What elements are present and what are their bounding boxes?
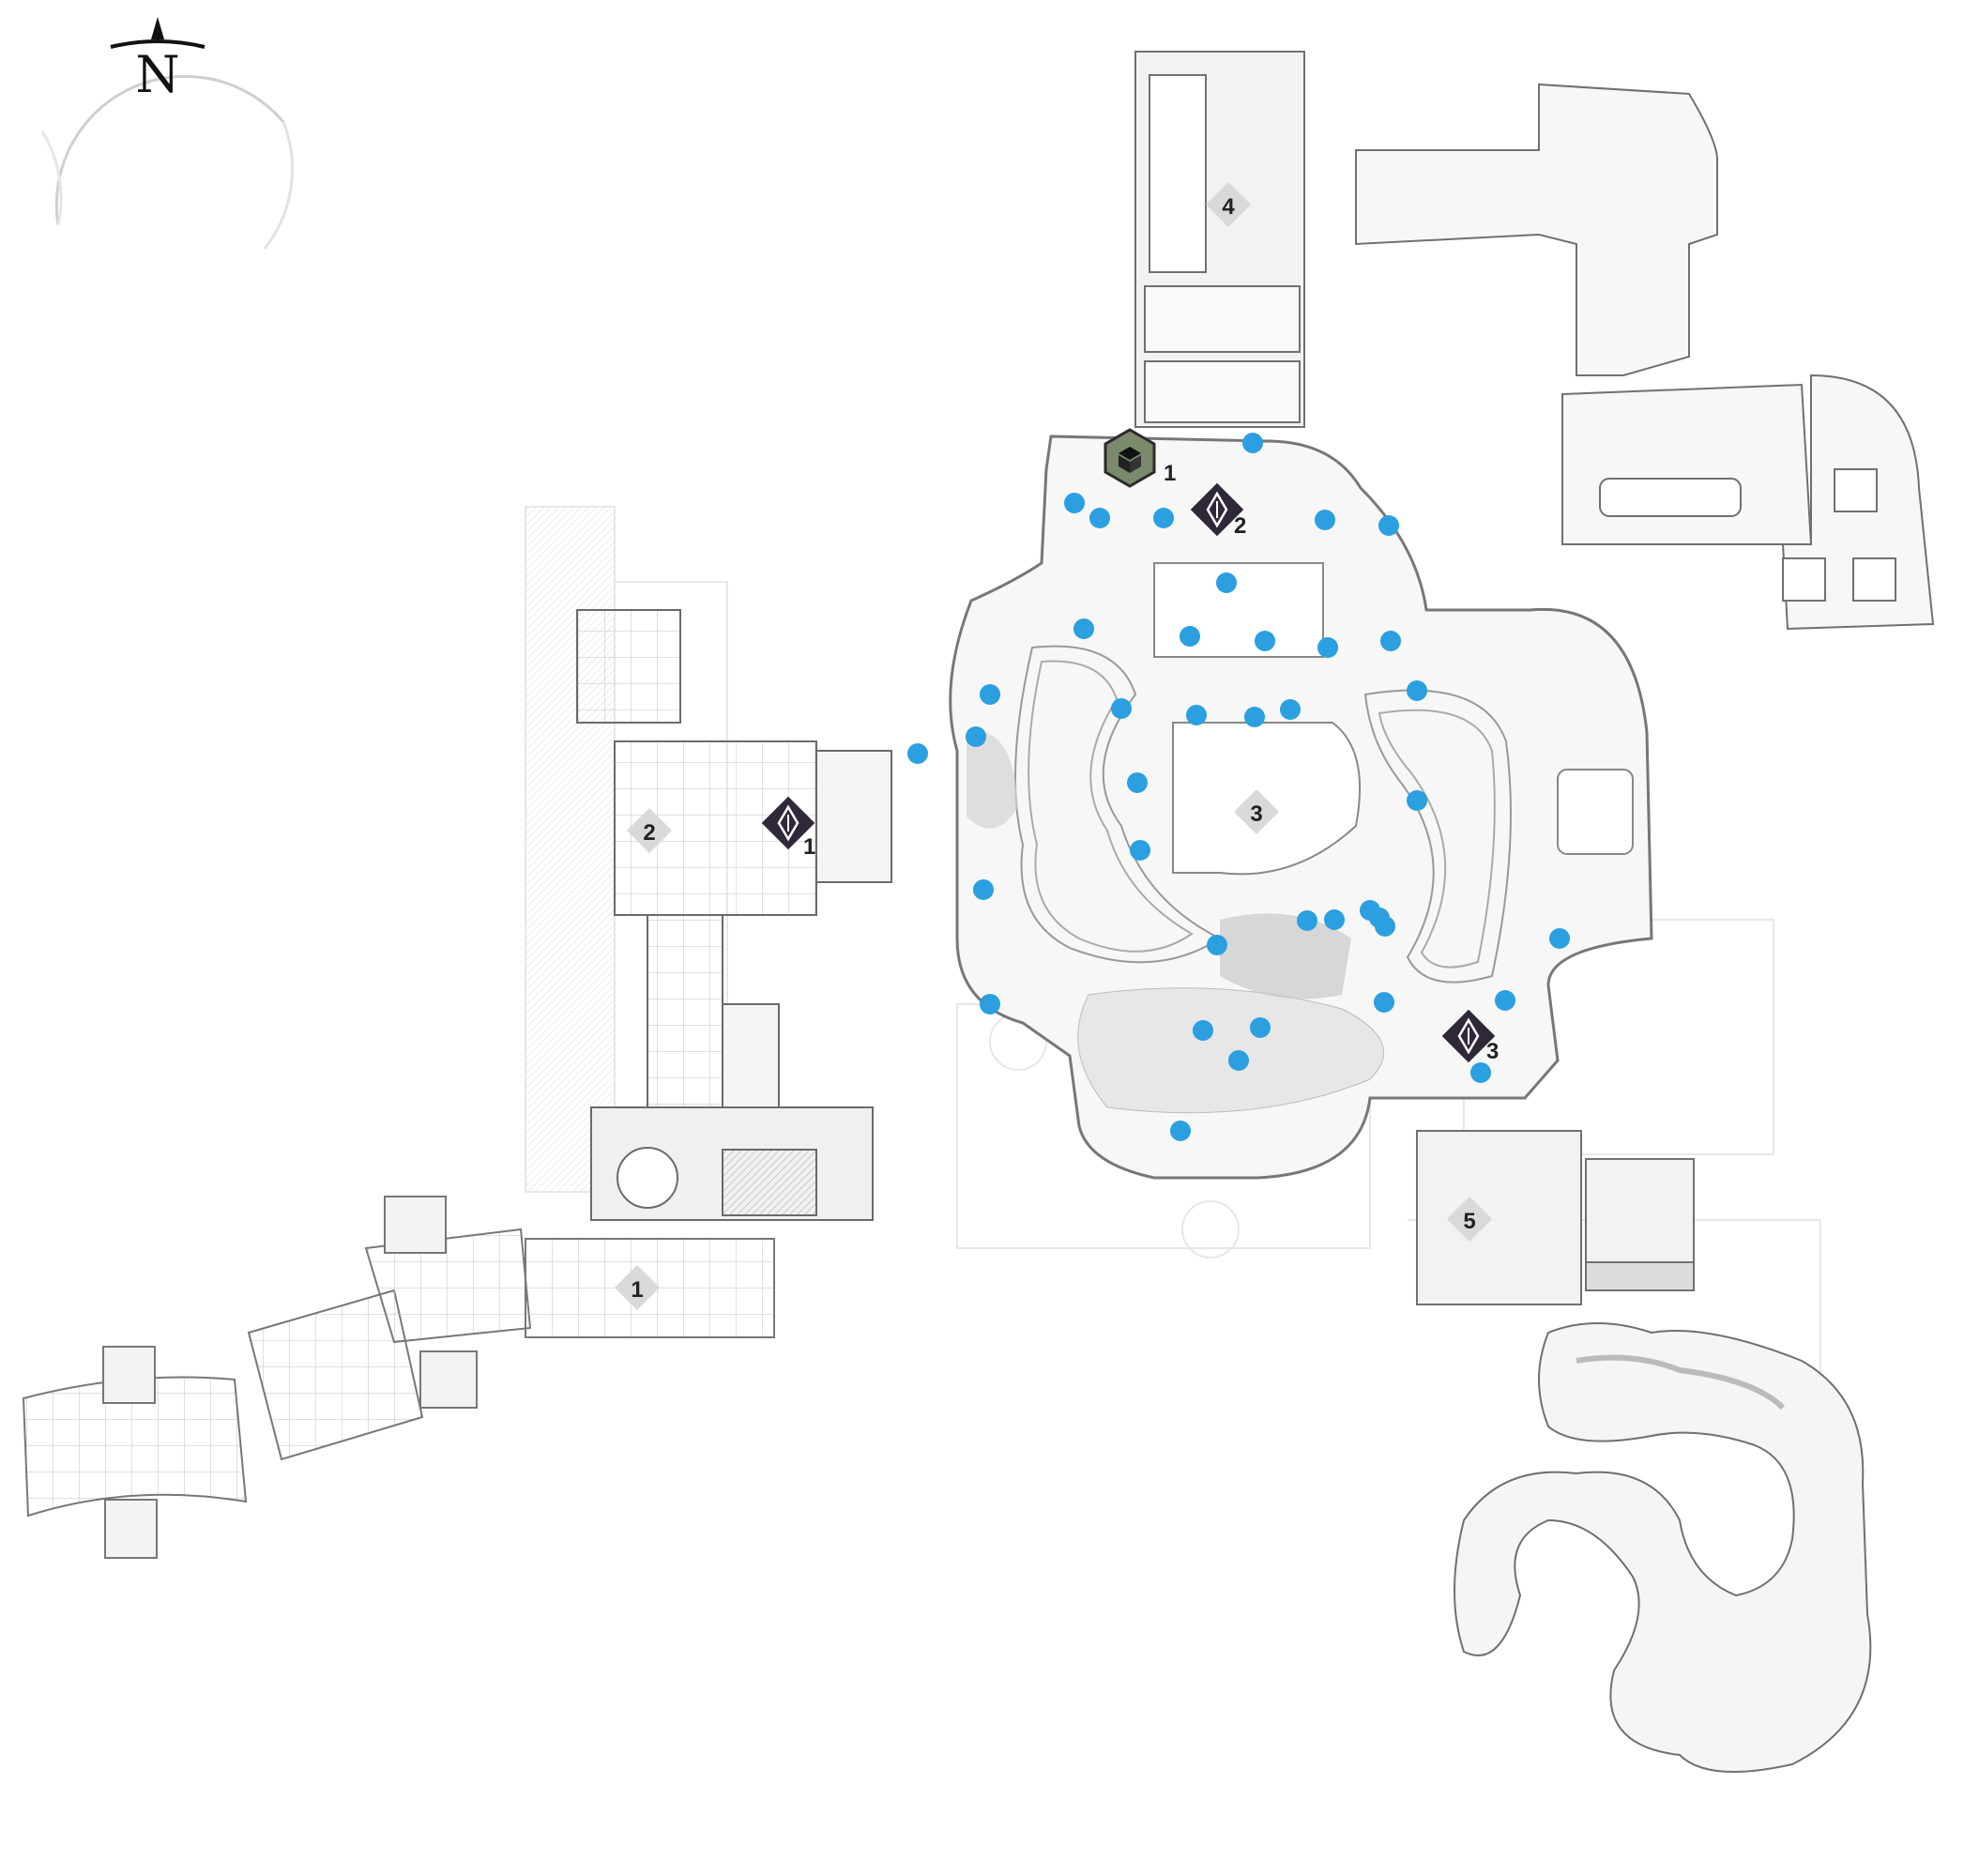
area-label-4-text: 4: [1222, 194, 1235, 220]
chest-hex-icon: [1119, 447, 1141, 473]
map-dot[interactable]: [1317, 637, 1338, 658]
map-dot[interactable]: [1324, 909, 1345, 930]
map-dot[interactable]: [1153, 508, 1174, 528]
boss-diamond-icon: [1206, 491, 1228, 528]
map-dot[interactable]: [973, 879, 994, 900]
map-dot[interactable]: [1207, 935, 1227, 955]
area-3-structure: [949, 435, 1653, 1180]
area-label-5-text: 5: [1463, 1209, 1475, 1234]
map-dot[interactable]: [1407, 680, 1427, 701]
map-dot[interactable]: [1549, 928, 1570, 949]
map-dot[interactable]: [1130, 840, 1150, 861]
map-dot[interactable]: [1244, 707, 1265, 727]
boss-marker-2-label: 2: [1234, 513, 1246, 539]
map-dot[interactable]: [1470, 1062, 1491, 1083]
boss-marker-3-label: 3: [1486, 1039, 1499, 1064]
map-dot[interactable]: [966, 726, 986, 747]
map-dot[interactable]: [1073, 618, 1094, 639]
north-arrow-icon: [151, 17, 164, 39]
map-dot[interactable]: [1127, 772, 1148, 793]
map-dot[interactable]: [980, 994, 1000, 1014]
map-dot[interactable]: [1380, 631, 1401, 651]
area-label-1-text: 1: [631, 1277, 643, 1303]
area-2-structure: [576, 609, 892, 1221]
map-dot[interactable]: [1280, 699, 1301, 720]
map-dot[interactable]: [1193, 1020, 1213, 1041]
boss-diamond-icon: [1457, 1017, 1480, 1055]
map-dot[interactable]: [907, 743, 928, 764]
map-dot[interactable]: [1297, 910, 1317, 931]
chest-marker-label: 1: [1164, 461, 1176, 486]
map-dot[interactable]: [1407, 790, 1427, 811]
area-label-2: 2: [626, 807, 673, 854]
map-dot[interactable]: [1186, 705, 1207, 725]
area-1-structure: [22, 1196, 775, 1559]
area-5-structure: [1416, 1130, 1872, 1773]
map-dot[interactable]: [1180, 626, 1200, 647]
boss-marker-3[interactable]: 3: [1441, 1009, 1500, 1064]
compass: N: [40, 17, 294, 250]
map-dot[interactable]: [1111, 698, 1132, 719]
map-dot[interactable]: [1315, 510, 1335, 530]
boss-marker-1[interactable]: 1: [761, 796, 816, 860]
boss-marker-2[interactable]: 2: [1190, 482, 1247, 539]
map-dot[interactable]: [1374, 992, 1394, 1013]
map-dot[interactable]: [1378, 515, 1399, 536]
boss-diamond-icon: [777, 804, 799, 842]
compass-letter: N: [135, 45, 179, 104]
area-4-structure: [1134, 51, 1935, 631]
map-dot[interactable]: [980, 684, 1000, 705]
area-label-3-text: 3: [1250, 801, 1262, 827]
map-dot[interactable]: [1250, 1017, 1271, 1038]
map-dot[interactable]: [1228, 1050, 1249, 1071]
map-dot[interactable]: [1089, 508, 1110, 528]
map-dot[interactable]: [1375, 916, 1395, 937]
map-dot[interactable]: [1216, 572, 1237, 593]
map-dot[interactable]: [1170, 1121, 1191, 1141]
lost-sector-chest-marker[interactable]: 1: [1104, 428, 1176, 488]
map-dot[interactable]: [1255, 631, 1275, 651]
boss-marker-1-label: 1: [803, 834, 815, 860]
dot-layer: [907, 433, 1570, 1141]
map-dot[interactable]: [1064, 493, 1085, 513]
area-label-2-text: 2: [643, 820, 655, 846]
map-dot[interactable]: [1242, 433, 1263, 453]
map-dot[interactable]: [1495, 990, 1515, 1011]
